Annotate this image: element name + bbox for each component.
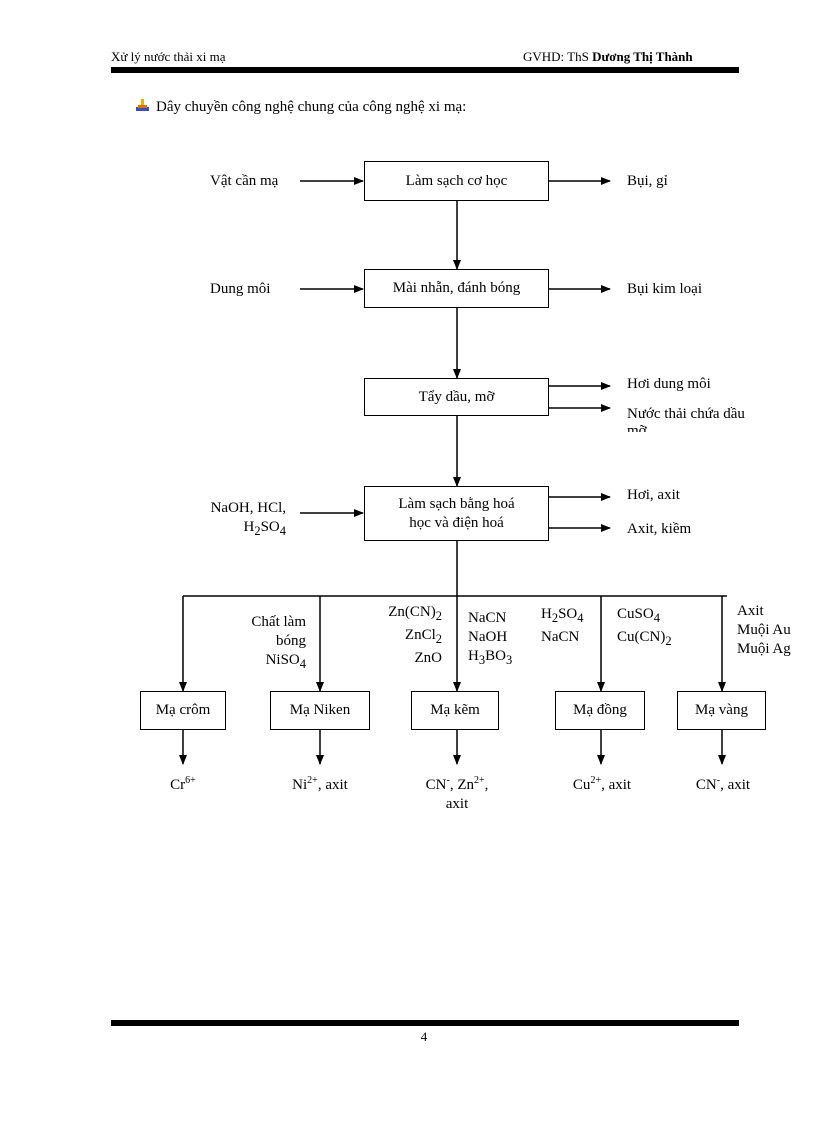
input-item-to-plate: Vật cần mạ: [210, 173, 279, 189]
zinc-inputs-right: NaCN NaOH H3BO3: [468, 610, 513, 667]
step-polishing: Mài nhẵn, đánh bóng: [364, 269, 549, 308]
hand-pointer-icon: [135, 98, 150, 118]
plating-nickel: Mạ Niken: [270, 691, 370, 730]
intro-line: Dây chuyền công nghệ chung của công nghệ…: [135, 98, 466, 118]
step-chemical-electro-cleaning: Làm sạch bằng hoá học và điện hoá: [364, 486, 549, 541]
plating-gold: Mạ vàng: [677, 691, 766, 730]
page-number: 4: [420, 1029, 428, 1044]
copper-inputs-left: H2SO4 NaCN: [541, 606, 584, 645]
input-chemicals-line1: NaOH, HCl,: [210, 500, 286, 516]
plating-chrome: Mạ crôm: [140, 691, 226, 730]
output-metal-dust: Bụi kim loại: [627, 281, 702, 297]
step4-line1: Làm sạch bằng hoá: [398, 495, 515, 512]
zinc-output: CN-, Zn2+, axit: [425, 775, 489, 812]
output-oily-wastewater: Nước thải chứa dầu mỡ: [627, 406, 745, 432]
gold-inputs: Axit Muội Au Muội Ag: [737, 603, 791, 657]
header-right: GVHD: ThS Dương Thị Thành: [523, 49, 693, 65]
plating-copper: Mạ đồng: [555, 691, 645, 730]
copper-output: Cu2+, axit: [572, 775, 632, 793]
header-left: Xử lý nước thải xi mạ: [111, 49, 226, 64]
zinc-inputs-left: Zn(CN)2 ZnCl2 ZnO: [388, 604, 442, 666]
plating-zinc: Mạ kẽm: [411, 691, 499, 730]
input-chemicals: NaOH, HCl, H2SO4: [180, 499, 286, 541]
header-right-author: Dương Thị Thành: [592, 49, 693, 64]
output-dust-rust: Bụi, gỉ: [627, 173, 668, 189]
input-chemicals-line2: H2SO4: [243, 519, 286, 538]
header-rule: [111, 67, 739, 73]
output-acid-alkali: Axit, kiềm: [627, 521, 692, 537]
header-right-prefix: GVHD: ThS: [523, 49, 593, 64]
input-solvent: Dung môi: [210, 281, 271, 297]
output-solvent-vapor: Hơi dung môi: [627, 376, 711, 392]
step-degreasing: Tẩy dầu, mỡ: [364, 378, 549, 416]
gold-output: CN-, axit: [695, 775, 751, 793]
nickel-inputs: Chất làm bóng NiSO4: [251, 614, 306, 671]
intro-text: Dây chuyền công nghệ chung của công nghệ…: [156, 99, 467, 115]
footer-rule: [111, 1020, 739, 1026]
nickel-output: Ni2+, axit: [292, 775, 348, 793]
output-vapor-acid: Hơi, axit: [627, 487, 680, 503]
chrome-output: Cr6+: [170, 775, 196, 793]
step4-line2: học và điện hoá: [409, 514, 504, 531]
copper-inputs-right: CuSO4 Cu(CN)2: [617, 606, 672, 648]
step-mechanical-cleaning: Làm sạch cơ học: [364, 161, 549, 201]
